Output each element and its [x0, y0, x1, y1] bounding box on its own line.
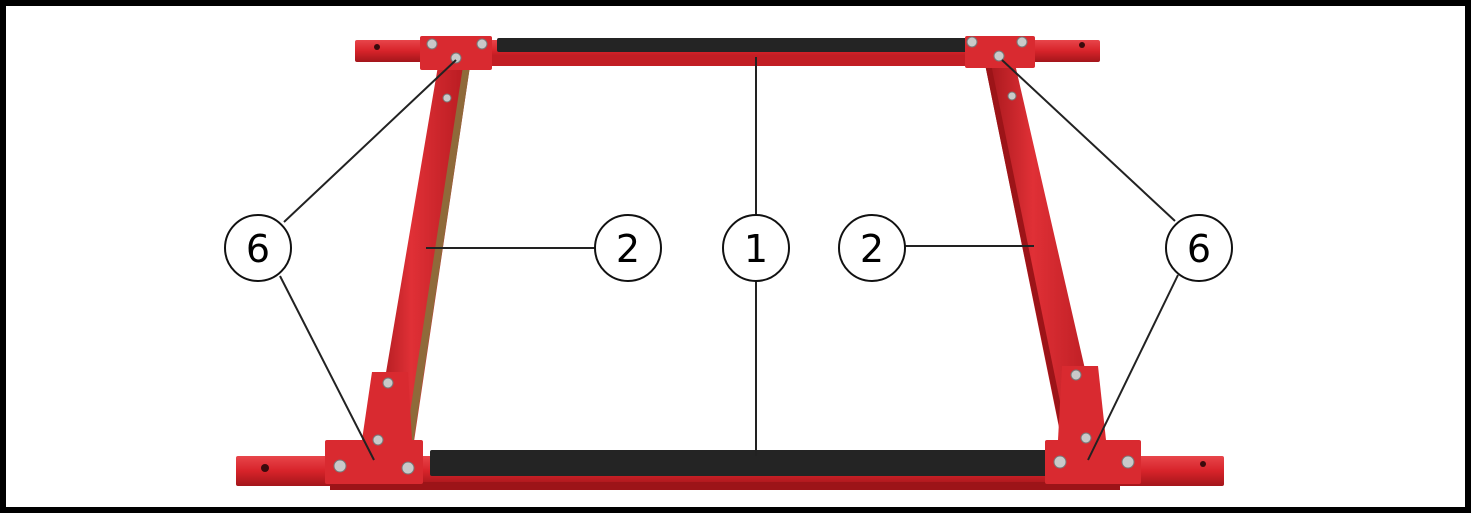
bolt-icon	[477, 39, 487, 49]
top-rubber-strip	[497, 38, 967, 52]
callout-6-left: 6	[225, 215, 291, 281]
top-left-end-hole	[374, 44, 380, 50]
bolt-icon	[1122, 456, 1134, 468]
callout-number: 2	[860, 227, 884, 271]
callout-number: 2	[616, 227, 640, 271]
callout-6-right: 6	[1166, 215, 1232, 281]
callout-2-left: 2	[595, 215, 661, 281]
bolt-icon	[451, 53, 461, 63]
bolt-icon	[383, 378, 393, 388]
callout-number: 6	[1187, 227, 1211, 271]
bolt-icon	[1081, 433, 1091, 443]
top-bar-lip	[440, 56, 1010, 66]
callout-number: 1	[744, 227, 768, 271]
bottom-bar-lip	[330, 482, 1120, 490]
bolt-icon	[967, 37, 977, 47]
bolt-icon	[1054, 456, 1066, 468]
bolt-icon	[334, 460, 346, 472]
bolt-icon	[1017, 37, 1027, 47]
bottom-left-end-hole	[261, 464, 269, 472]
bolt-icon	[1008, 92, 1016, 100]
bottom-rubber-strip	[430, 450, 1052, 476]
bolt-icon	[443, 94, 451, 102]
callout-number: 6	[246, 227, 270, 271]
bolt-icon	[427, 39, 437, 49]
bracket-gusset	[1058, 366, 1106, 440]
bolt-icon	[1071, 370, 1081, 380]
callout-1-center: 1	[723, 215, 789, 281]
bottom-right-end-hole	[1200, 461, 1206, 467]
bolt-icon	[373, 435, 383, 445]
top-right-end-hole	[1079, 42, 1085, 48]
callout-2-right: 2	[839, 215, 905, 281]
bolt-icon	[402, 462, 414, 474]
